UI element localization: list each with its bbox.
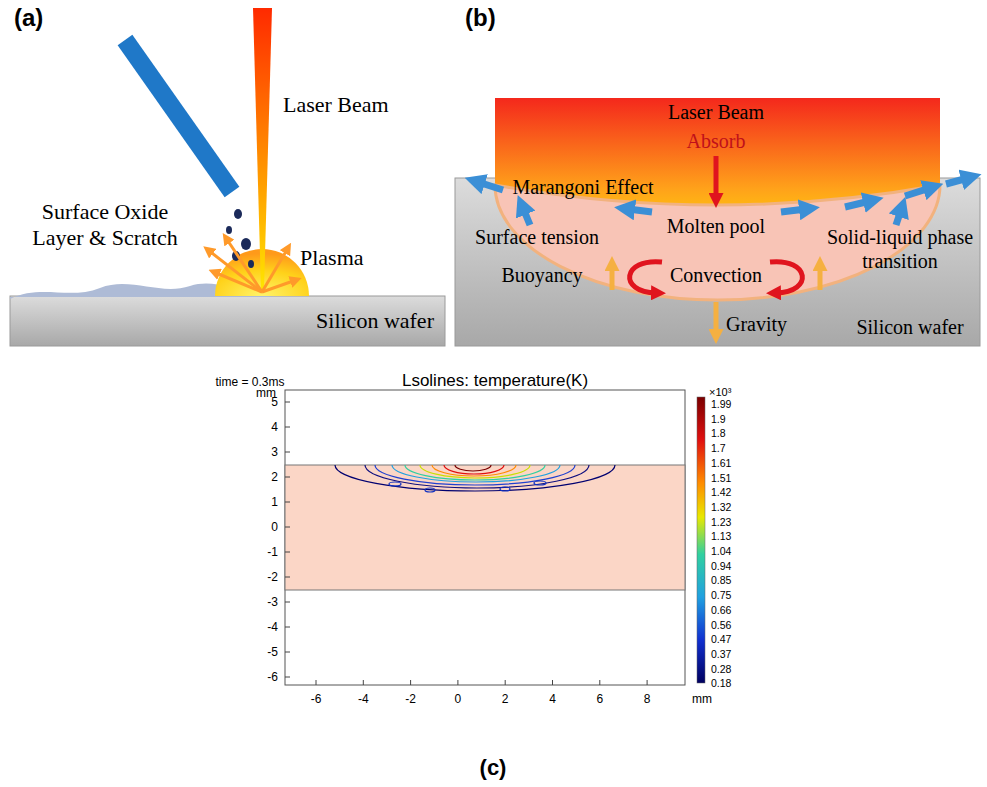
axis-tick-mark: [599, 680, 600, 685]
axis-tick-mark: [505, 680, 506, 685]
pool-label: Molten pool: [667, 215, 765, 239]
colorbar-value: 1.99: [711, 398, 731, 410]
colorbar-value: 1.51: [711, 471, 731, 483]
axis-tick: 2: [271, 470, 278, 484]
axis-unit: mm: [692, 692, 712, 706]
wafer-label: Silicon wafer: [316, 308, 434, 334]
colorbar-value: 1.04: [711, 545, 731, 557]
axis-tick: 1: [271, 495, 278, 509]
plasma-label: Plasma: [300, 245, 364, 271]
axis-tick-mark: [285, 552, 290, 553]
effect-label: Marangoni Effect: [512, 176, 653, 200]
wafer-label: Silicon wafer: [856, 316, 963, 340]
colorbar-value: 0.28: [711, 662, 731, 674]
colorbar-value: 0.66: [711, 604, 731, 616]
axis-tick-mark: [285, 402, 290, 403]
colorbar-value: 0.47: [711, 633, 731, 645]
axis-tick-mark: [285, 677, 290, 678]
axis-tick: 8: [644, 692, 651, 706]
axis-tick-mark: [457, 680, 458, 685]
axis-tick: -2: [405, 692, 416, 706]
colorbar-value: 1.13: [711, 530, 731, 542]
colorbar-value: 1.32: [711, 501, 731, 513]
axis-tick-mark: [285, 652, 290, 653]
axis-tick-mark: [285, 502, 290, 503]
convection-label: Convection: [670, 264, 762, 288]
force-label: Buoyancy: [501, 264, 582, 288]
axis-tick-mark: [285, 577, 290, 578]
phase-label: Solid-liquid phase transition: [825, 226, 975, 273]
axis-tick: -1: [267, 545, 278, 559]
axis-tick: 6: [596, 692, 603, 706]
colorbar-value: 1.9: [711, 413, 726, 425]
axis-tick: 5: [271, 395, 278, 409]
beam-label: Laser Beam: [668, 101, 764, 125]
scale-factor: ×10³: [709, 386, 731, 399]
beam-label: Laser Beam: [283, 92, 389, 118]
absorb-label: Absorb: [687, 130, 746, 154]
axis-tick-mark: [285, 527, 290, 528]
axis-tick: -6: [267, 670, 278, 684]
colorbar-value: 0.56: [711, 618, 731, 630]
axis-tick-mark: [285, 427, 290, 428]
plot-title: Lsolines: temperature(K): [402, 371, 588, 391]
colorbar-value: 1.42: [711, 486, 731, 498]
colorbar-value: 1.23: [711, 515, 731, 527]
axis-tick: 0: [455, 692, 462, 706]
colorbar-value: 1.7: [711, 442, 726, 454]
axis-tick: -5: [267, 645, 278, 659]
axis-tick: 4: [549, 692, 556, 706]
colorbar-value: 0.18: [711, 677, 731, 689]
axis-tick-mark: [647, 680, 648, 685]
axis-tick-mark: [410, 680, 411, 685]
axis-tick-mark: [552, 680, 553, 685]
axis-tick: -2: [267, 570, 278, 584]
layer-label: Surface Oxide Layer & Scratch: [18, 199, 193, 251]
force-label: Gravity: [726, 313, 787, 337]
axis-tick: 4: [271, 420, 278, 434]
tension-label: Surface tension: [475, 226, 599, 250]
axis-tick: -6: [311, 692, 322, 706]
axis-tick-mark: [285, 477, 290, 478]
axis-tick-mark: [285, 627, 290, 628]
panel-letter: (a): [14, 4, 43, 32]
colorbar-value: 1.8: [711, 427, 726, 439]
panel-letter: (c): [480, 755, 507, 781]
axis-tick: -4: [358, 692, 369, 706]
colorbar-value: 0.94: [711, 560, 731, 572]
panel-letter: (b): [465, 4, 496, 32]
colorbar-value: 0.37: [711, 648, 731, 660]
axis-tick: 0: [271, 520, 278, 534]
axis-tick: 2: [502, 692, 509, 706]
axis-tick: -3: [267, 595, 278, 609]
axis-tick: -4: [267, 620, 278, 634]
colorbar-value: 0.75: [711, 589, 731, 601]
axis-tick: 3: [271, 445, 278, 459]
axis-tick-mark: [316, 680, 317, 685]
axis-tick-mark: [285, 452, 290, 453]
axis-tick-mark: [363, 680, 364, 685]
colorbar-value: 0.85: [711, 574, 731, 586]
colorbar-value: 1.61: [711, 457, 731, 469]
axis-tick-mark: [285, 602, 290, 603]
